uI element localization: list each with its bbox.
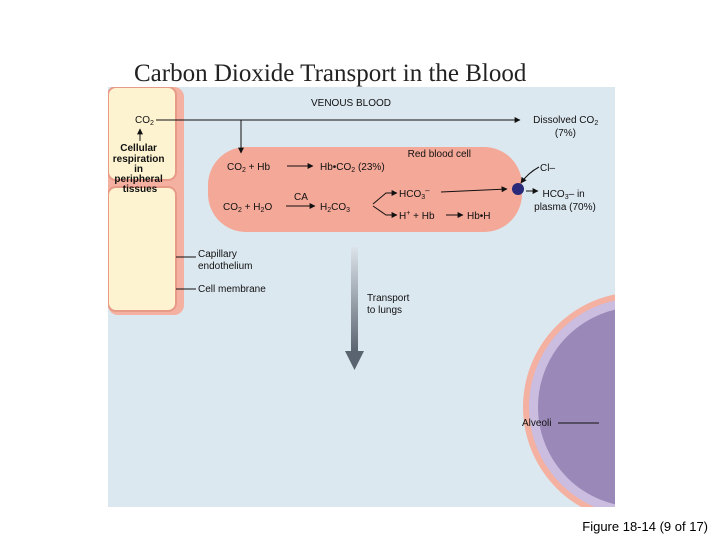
alveoli-label: Alveoli <box>522 418 551 429</box>
transport-arrow-shaft <box>351 247 358 352</box>
alveolus <box>538 309 615 505</box>
dissociation-lower-arrow <box>372 205 398 218</box>
hco3-label: HCO3– <box>399 186 430 201</box>
h2co3-label: H2CO3 <box>320 202 350 214</box>
cell-membrane-label: Cell membrane <box>198 284 266 295</box>
hb-co2-label: Hb•CO2 (23%) <box>320 162 385 174</box>
co2-transport-diagram: VENOUS BLOOD CO2 Cellular respiration in… <box>108 87 615 507</box>
slide-title: Carbon Dioxide Transport in the Blood <box>134 60 527 87</box>
venous-blood-label: VENOUS BLOOD <box>311 98 391 109</box>
chloride-shift-transporter <box>512 183 524 195</box>
dissociation-upper-arrow <box>372 190 398 205</box>
capillary-endothelium-label: Capillary endothelium <box>198 249 252 272</box>
hco3-to-transporter-arrow <box>440 186 508 193</box>
h-plus-hb-label: H+ + Hb <box>399 210 435 222</box>
chloride-label: Cl– <box>540 163 555 174</box>
cellular-respiration-label: Cellular respiration in peripheral tissu… <box>113 143 167 195</box>
red-blood-cell <box>208 147 522 232</box>
dissolved-co2-label: Dissolved CO2 (7%) <box>533 115 601 139</box>
co2-hb-label: CO2 + Hb <box>227 162 271 174</box>
transport-to-lungs-label: Transport to lungs <box>367 293 412 316</box>
transport-arrow-head <box>345 351 364 370</box>
co2-h2o-label: CO2 + H2O <box>223 202 272 214</box>
hbh-label: Hb•H <box>467 211 491 222</box>
co2-tissue-label: CO2 <box>135 115 154 127</box>
carbonic-anhydrase-label: CA <box>294 192 308 203</box>
chloride-in-arrow <box>520 166 540 184</box>
tissue-cell-lower <box>108 186 177 312</box>
figure-caption: Figure 18-14 (9 of 17) <box>582 519 708 534</box>
red-blood-cell-label: Red blood cell <box>408 149 471 160</box>
hco3-plasma-label: HCO3– in plasma (70%) <box>534 189 596 213</box>
